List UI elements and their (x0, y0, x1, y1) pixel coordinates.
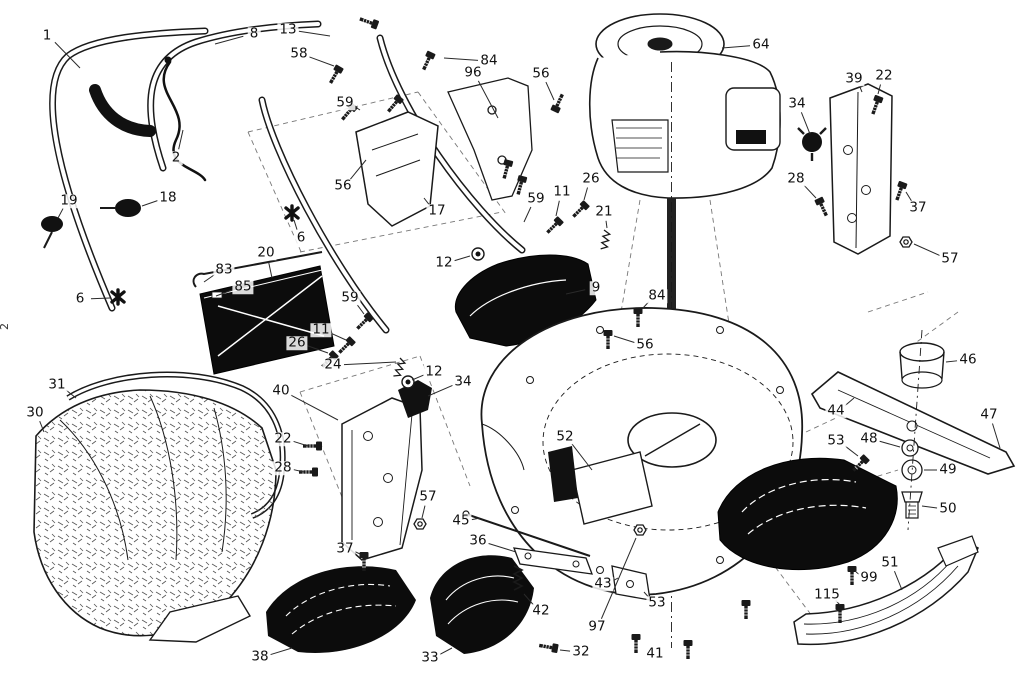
leader-line-56 (349, 159, 367, 180)
leader-line-30 (39, 420, 45, 433)
leader-line-50 (921, 505, 938, 509)
leader-line-28 (293, 469, 305, 473)
leader-line-32 (559, 649, 571, 652)
leader-line-26 (307, 345, 329, 354)
leader-line-84 (642, 301, 650, 309)
leader-line-59 (354, 106, 361, 111)
leader-line-59 (523, 206, 532, 223)
leader-line-2 (178, 129, 184, 150)
leader-line-13 (298, 30, 331, 37)
leader-line-33 (439, 647, 453, 655)
leader-line-26 (583, 187, 589, 201)
leader-line-43 (612, 577, 619, 582)
knob-19 (41, 216, 63, 232)
leader-line-8 (214, 35, 244, 45)
leader-line-99 (855, 571, 860, 575)
leader-line-19 (57, 208, 64, 219)
leader-line-64 (721, 45, 751, 49)
leader-line-48 (879, 440, 901, 448)
hardware-bolts (298, 14, 913, 660)
leader-line-37 (355, 551, 361, 555)
leader-line-11 (331, 332, 347, 341)
clamp-12-upper (471, 247, 485, 261)
leader-line-56 (613, 335, 635, 343)
leader-line-53 (844, 445, 859, 457)
handle-knobs (41, 199, 300, 306)
leader-line-83 (203, 274, 215, 283)
leader-line-44 (844, 397, 855, 407)
clamp-12-lower (401, 375, 415, 389)
leader-line-59 (356, 304, 365, 315)
leader-line-36 (488, 543, 517, 553)
leader-line-12 (411, 374, 424, 381)
knob-34-right (802, 132, 822, 152)
leader-line-18 (141, 200, 158, 207)
skirt-left (266, 566, 416, 653)
grass-bag (33, 371, 286, 643)
rope-guide (355, 111, 439, 227)
leader-line-97 (600, 537, 637, 619)
leader-line-56 (545, 81, 555, 101)
leader-line-46 (945, 360, 958, 363)
leader-line-57 (421, 505, 426, 519)
support-hardware (462, 510, 651, 601)
knob-18 (115, 199, 141, 217)
engine-bracket-right (797, 83, 893, 255)
leader-line-47 (992, 423, 1001, 449)
skirt-front (430, 555, 534, 654)
leader-line-1 (54, 41, 81, 69)
deck-bracket-left (341, 380, 432, 561)
leader-line-45 (471, 517, 481, 521)
leader-line-38 (270, 647, 293, 656)
bag-body (33, 389, 277, 637)
knob-34-left (398, 380, 432, 418)
bracket-36 (513, 547, 593, 575)
edge-page-marker: 2 (0, 323, 11, 330)
leader-line-57 (913, 243, 941, 256)
leader-line-6 (293, 219, 298, 230)
leader-line-17 (423, 197, 430, 205)
leader-line-34 (800, 112, 811, 135)
leader-line-28 (803, 184, 817, 199)
leader-line-31 (65, 389, 77, 399)
leader-line-40 (290, 394, 339, 421)
leader-line-12 (454, 255, 471, 262)
leader-line-96 (477, 80, 499, 119)
leader-line-20 (268, 261, 273, 279)
leader-line-6 (90, 297, 111, 300)
leader-line-24 (343, 361, 397, 366)
leader-line-11 (555, 200, 560, 217)
leader-line-37 (905, 191, 912, 202)
leader-line-51 (894, 571, 903, 591)
blade-assembly (810, 329, 1016, 531)
discharge-cover (717, 457, 898, 571)
leader-line-52 (571, 443, 593, 471)
leader-line-34 (427, 384, 453, 397)
leader-line-39 (859, 86, 863, 93)
leader-line-22 (293, 440, 309, 447)
leader-line-53 (643, 591, 649, 598)
leader-line-84 (443, 57, 479, 61)
leader-line-115 (835, 600, 841, 606)
leader-line-85 (215, 289, 233, 297)
engine (588, 13, 781, 648)
control-cable (162, 60, 207, 182)
leader-line-42 (523, 593, 534, 605)
handle-bracket-upper (447, 77, 533, 201)
handle-grip (89, 84, 156, 137)
leader-line-22 (877, 84, 882, 95)
support-rod (465, 513, 591, 557)
blade-bolt (901, 491, 923, 503)
hinge-rod (192, 251, 323, 288)
handle-assembly (49, 20, 526, 334)
leader-line-58 (309, 56, 335, 67)
leader-line-9 (565, 289, 586, 295)
leader-line-21 (605, 220, 608, 229)
